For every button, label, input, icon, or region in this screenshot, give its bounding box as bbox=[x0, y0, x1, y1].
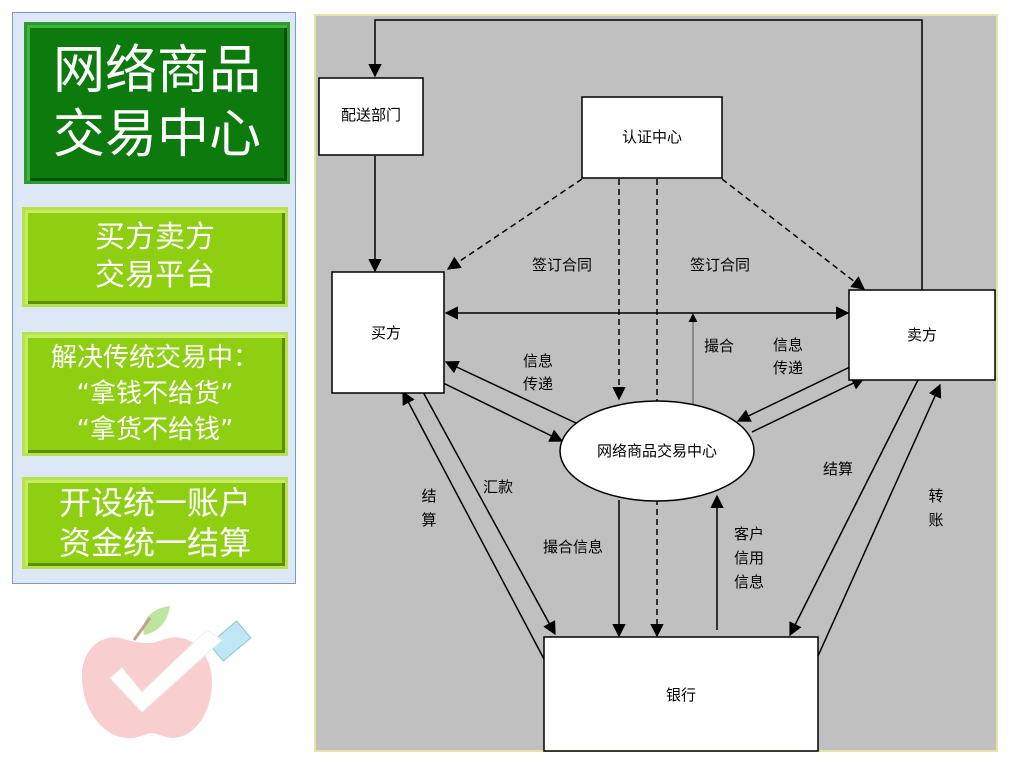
transfer-label-1: 转 bbox=[928, 487, 943, 505]
box3-line-1: 开设统一账户 bbox=[58, 484, 251, 522]
certification-node: 认证中心 bbox=[581, 96, 723, 179]
flow-diagram: 配送部门 认证中心 买方 卖方 网络商品交易中心 银行 签订合同 签订合同 信息… bbox=[314, 14, 998, 752]
exchange-center-node: 网络商品交易中心 bbox=[559, 400, 755, 502]
trading-platform-box: 买方卖方 交易平台 bbox=[22, 207, 288, 307]
exchange-center-label: 网络商品交易中心 bbox=[597, 442, 717, 460]
credit-label-1: 客户 bbox=[734, 525, 764, 543]
settle-left-label-1: 结 bbox=[421, 487, 436, 505]
credit-label-2: 信用 bbox=[734, 549, 764, 567]
match-info-label: 撮合信息 bbox=[543, 538, 603, 556]
delivery-label: 配送部门 bbox=[341, 106, 401, 124]
seller-to-center-arrow bbox=[736, 365, 853, 422]
bank-to-buyer-arrow bbox=[402, 390, 546, 662]
page-title: 网络商品交易中心 bbox=[24, 22, 290, 184]
buyer-label: 买方 bbox=[371, 324, 401, 342]
seller-to-delivery-line bbox=[368, 19, 923, 290]
match-label: 撮合 bbox=[704, 337, 734, 355]
unified-account-box: 开设统一账户 资金统一结算 bbox=[22, 477, 288, 569]
box3-line-2: 资金统一结算 bbox=[58, 524, 251, 562]
center-to-buyer-arrow bbox=[444, 361, 579, 425]
info-right-label-1: 信息 bbox=[773, 336, 803, 354]
credit-label-3: 信息 bbox=[734, 573, 764, 591]
info-left-label-1: 信息 bbox=[523, 352, 553, 370]
box1-line-2: 交易平台 bbox=[95, 258, 215, 293]
bank-label: 银行 bbox=[666, 686, 696, 704]
seller-to-bank-arrow bbox=[789, 379, 919, 637]
sign-contract-right-label: 签订合同 bbox=[690, 256, 750, 274]
box1-line-1: 买方卖方 bbox=[95, 220, 215, 255]
remit-label: 汇款 bbox=[483, 478, 513, 496]
sign-contract-left-label: 签订合同 bbox=[532, 256, 592, 274]
transfer-label-2: 账 bbox=[928, 511, 943, 529]
cert-to-buyer-dashed bbox=[446, 178, 583, 270]
bank-node: 银行 bbox=[543, 636, 819, 752]
page-title-text: 网络商品交易中心 bbox=[52, 41, 261, 165]
settle-right-label: 结算 bbox=[823, 460, 853, 478]
certification-label: 认证中心 bbox=[622, 128, 682, 146]
info-right-label-2: 传递 bbox=[773, 359, 803, 377]
apple-check-icon bbox=[81, 606, 252, 739]
settle-left-label-2: 算 bbox=[421, 511, 436, 529]
seller-label: 卖方 bbox=[907, 326, 937, 344]
buyer-to-bank-arrow bbox=[422, 391, 556, 636]
problem-solving-box: 解决传统交易中： “拿钱不给货” “拿货不给钱” bbox=[22, 332, 288, 456]
seller-node: 卖方 bbox=[848, 289, 996, 381]
flow-diagram-svg: 配送部门 认证中心 买方 卖方 网络商品交易中心 银行 签订合同 签订合同 信息… bbox=[318, 19, 996, 752]
box2-line-3: “拿货不给钱” bbox=[76, 415, 234, 445]
bank-to-seller-arrow bbox=[817, 383, 942, 657]
center-to-seller-arrow bbox=[751, 377, 866, 433]
delivery-node: 配送部门 bbox=[318, 77, 424, 156]
box2-line-1: 解决传统交易中： bbox=[50, 343, 259, 373]
box2-line-2: “拿钱不给货” bbox=[76, 379, 234, 409]
info-left-label-2: 传递 bbox=[523, 375, 553, 393]
buyer-node: 买方 bbox=[331, 271, 445, 394]
buyer-to-center-arrow bbox=[438, 380, 564, 442]
